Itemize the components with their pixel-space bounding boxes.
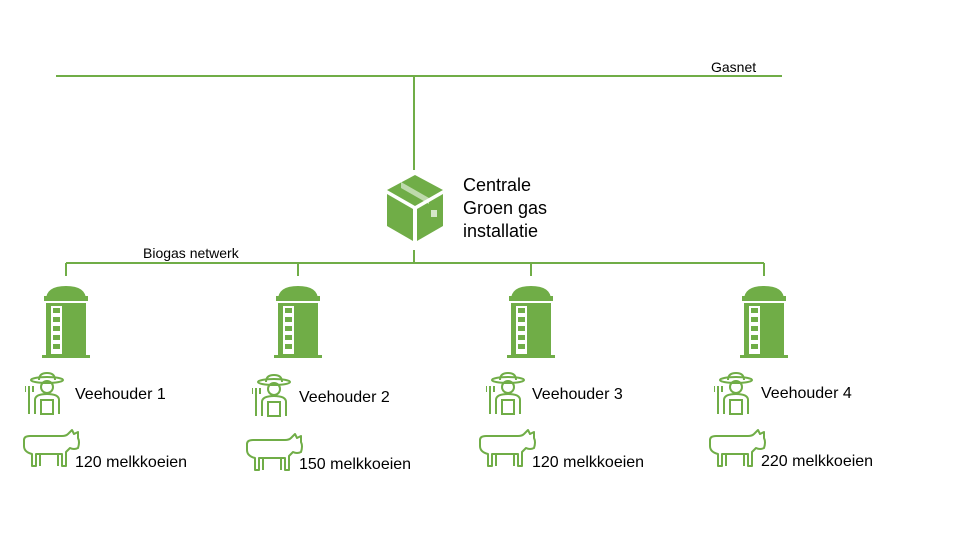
central-label-line-1: Centrale bbox=[463, 175, 532, 195]
farmer-icon bbox=[486, 372, 525, 415]
cow-count: 120 melkkoeien bbox=[75, 454, 188, 471]
farmer-name: Veehouder 3 bbox=[532, 386, 623, 403]
central-label-line-3: installatie bbox=[463, 221, 539, 241]
silo-icon bbox=[42, 286, 90, 358]
silo-icon bbox=[507, 286, 555, 358]
farmer-name: Veehouder 2 bbox=[299, 389, 390, 406]
farmer-name: Veehouder 4 bbox=[761, 385, 852, 402]
biogas-network-label: Biogas netwerk bbox=[143, 245, 239, 261]
cow-count: 120 melkkoeien bbox=[532, 454, 645, 471]
farmer-icon bbox=[252, 374, 291, 417]
farmer-name: Veehouder 1 bbox=[75, 386, 166, 403]
cow-icon bbox=[479, 429, 536, 467]
central-installation-label: Centrale Groen gas installatie bbox=[463, 174, 547, 243]
silo-icon bbox=[274, 286, 322, 358]
cow-count: 220 melkkoeien bbox=[761, 453, 874, 470]
gasnet-label: Gasnet bbox=[711, 59, 757, 75]
cow-count: 150 melkkoeien bbox=[299, 456, 412, 473]
farmer-icon bbox=[714, 372, 753, 415]
farmer-icon bbox=[25, 372, 64, 415]
cow-icon bbox=[246, 433, 303, 471]
cow-icon bbox=[709, 429, 766, 467]
cow-icon bbox=[23, 429, 80, 467]
central-label-line-2: Groen gas bbox=[463, 198, 548, 218]
package-box-icon bbox=[387, 175, 443, 241]
silo-icon bbox=[740, 286, 788, 358]
